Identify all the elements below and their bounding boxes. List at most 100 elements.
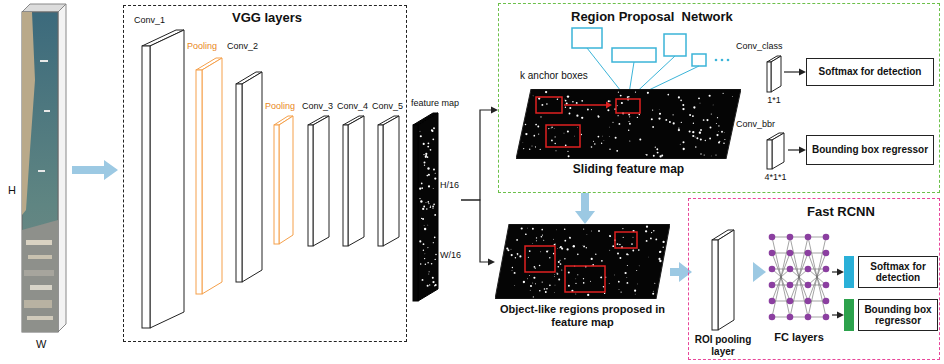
- circle-shape: [689, 131, 691, 133]
- circle-shape: [823, 250, 830, 257]
- polygon-shape: [348, 116, 364, 246]
- circle-shape: [554, 244, 556, 246]
- circle-shape: [693, 106, 695, 108]
- line-shape: [808, 237, 826, 317]
- rect-shape: [24, 270, 54, 276]
- connector-line: [832, 271, 839, 272]
- circle-shape: [434, 177, 436, 179]
- circle-shape: [506, 248, 508, 250]
- circle-shape: [769, 282, 776, 289]
- circle-shape: [692, 135, 694, 137]
- circle-shape: [568, 285, 570, 287]
- g-shape: [308, 116, 329, 246]
- circle-shape: [716, 134, 718, 136]
- circle-shape: [527, 278, 529, 280]
- circle-shape: [711, 113, 712, 114]
- circle-shape: [658, 258, 660, 260]
- circle-shape: [566, 102, 568, 104]
- circle-shape: [522, 142, 524, 144]
- connector-line: [788, 149, 801, 150]
- circle-shape: [428, 201, 430, 203]
- circle-shape: [600, 277, 602, 279]
- circle-shape: [634, 290, 636, 292]
- circle-shape: [427, 175, 429, 177]
- circle-shape: [432, 138, 434, 140]
- circle-shape: [692, 115, 694, 117]
- circle-shape: [626, 277, 628, 279]
- group-title: Fast RCNN: [807, 205, 875, 220]
- output-box: Bounding box regressor: [858, 299, 938, 331]
- circle-shape: [543, 240, 544, 241]
- circle-shape: [427, 156, 429, 158]
- circle-shape: [639, 138, 641, 140]
- feature-map: Sliding feature map: [516, 89, 741, 178]
- circle-shape: [428, 273, 430, 275]
- circle-shape: [653, 155, 655, 157]
- circle-shape: [525, 124, 527, 126]
- circle-shape: [419, 130, 421, 132]
- circle-shape: [536, 240, 537, 241]
- rect-shape: [546, 125, 580, 147]
- output-box: Bounding box regressor: [844, 299, 938, 331]
- layer-label: Conv_2: [227, 41, 258, 51]
- circle-shape: [659, 260, 661, 262]
- circle-shape: [628, 96, 630, 98]
- circle-shape: [564, 228, 566, 230]
- circle-shape: [512, 267, 513, 268]
- circle-shape: [673, 122, 675, 124]
- circle-shape: [683, 148, 685, 150]
- rect-shape: [612, 48, 656, 62]
- circle-shape: [628, 114, 630, 116]
- circle-shape: [535, 268, 536, 269]
- circle-shape: [706, 119, 708, 121]
- dimension-label: k anchor boxes: [520, 70, 588, 82]
- circle-shape: [557, 99, 558, 100]
- circle-shape: [511, 254, 513, 256]
- circle-shape: [610, 236, 611, 237]
- circle-shape: [700, 129, 702, 131]
- circle-shape: [569, 237, 571, 239]
- polygon-shape: [718, 230, 734, 330]
- circle-shape: [555, 136, 556, 137]
- circle-shape: [533, 277, 535, 279]
- circle-shape: [659, 251, 661, 253]
- circle-shape: [659, 113, 661, 115]
- line-shape: [564, 104, 607, 106]
- rect-shape: [142, 46, 150, 328]
- circle-shape: [673, 114, 674, 115]
- circle-shape: [657, 152, 659, 154]
- circle-shape: [638, 249, 640, 251]
- circle-shape: [621, 102, 623, 104]
- rect-shape: [24, 300, 52, 308]
- circle-shape: [516, 239, 518, 241]
- dimension-label: 1*1: [767, 95, 781, 105]
- circle-shape: [648, 256, 650, 258]
- circle-shape: [424, 165, 425, 166]
- circle-shape: [601, 135, 603, 137]
- circle-shape: [583, 246, 585, 248]
- circle-shape: [609, 235, 611, 237]
- connector-arrow: [788, 147, 806, 154]
- circle-shape: [619, 257, 621, 259]
- circle-shape: [700, 138, 702, 140]
- circle-shape: [581, 117, 583, 119]
- circle-shape: [428, 185, 430, 187]
- circle-shape: [432, 281, 434, 283]
- circle-shape: [709, 95, 711, 97]
- circle-shape: [608, 283, 610, 285]
- circle-shape: [533, 296, 534, 297]
- circle-shape: [618, 289, 620, 291]
- circle-shape: [609, 249, 611, 251]
- circle-shape: [718, 130, 720, 132]
- circle-shape: [433, 204, 435, 206]
- circle-shape: [823, 234, 830, 241]
- circle-shape: [805, 266, 812, 273]
- rect-shape: [308, 125, 313, 246]
- layer-slab: Conv_4: [337, 101, 370, 248]
- circle-shape: [545, 91, 547, 93]
- layer-slab: Conv_5: [372, 101, 405, 248]
- layer-slab: Pooling: [265, 101, 297, 246]
- circle-shape: [609, 126, 611, 128]
- circle-shape: [787, 266, 794, 273]
- arrow-head: [753, 262, 766, 282]
